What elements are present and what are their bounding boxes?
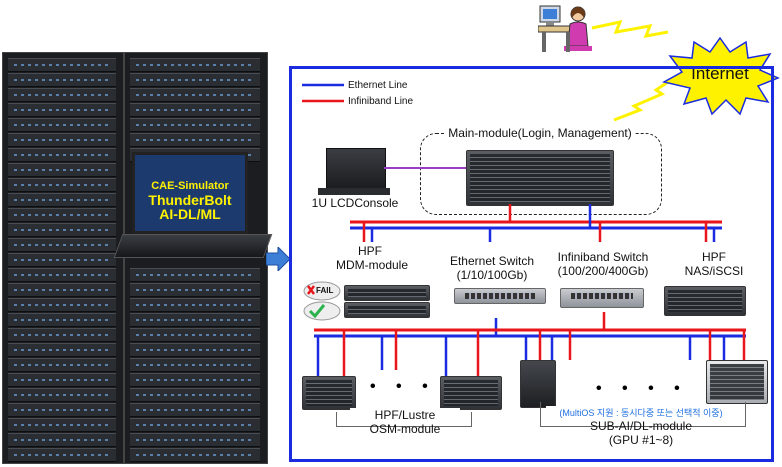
hpf-nas-server bbox=[664, 286, 746, 316]
hpf-mdm-server-2 bbox=[344, 302, 430, 318]
arrow-right-icon bbox=[266, 247, 290, 271]
rack-unit bbox=[8, 118, 116, 132]
hpf-nas-label-1: HPF bbox=[702, 250, 726, 264]
hpf-mdm-label-2: MDM-module bbox=[336, 258, 409, 272]
rack-unit bbox=[8, 178, 116, 192]
rack-unit bbox=[8, 433, 116, 447]
osm-label-1: HPF/Lustre bbox=[350, 408, 460, 422]
rack-unit bbox=[8, 148, 116, 162]
cluster-diagram-frame bbox=[289, 66, 774, 462]
sub-ai-note: (MultiOS 지원 : 동시다중 또는 선택적 이중) bbox=[546, 406, 736, 420]
rack-unit bbox=[8, 373, 116, 387]
infiniband-switch-label-1: Infiniband Switch bbox=[557, 250, 649, 264]
rack-unit bbox=[8, 88, 116, 102]
gpu-server-1 bbox=[520, 360, 556, 408]
rack-unit bbox=[8, 418, 116, 432]
rack-unit bbox=[130, 388, 260, 402]
rack-unit bbox=[130, 403, 260, 417]
rack-unit bbox=[130, 373, 260, 387]
rack-unit bbox=[130, 268, 260, 282]
legend-ethernet: Ethernet Line bbox=[348, 80, 408, 91]
infiniband-switch-label-2: (100/200/400Gb) bbox=[557, 264, 649, 278]
rack-title-line3: AI-DL/ML bbox=[159, 206, 221, 222]
lcd-console-label: 1U LCDConsole bbox=[311, 196, 399, 210]
rack-unit bbox=[8, 343, 116, 357]
fail-check-icon bbox=[303, 281, 341, 321]
rack-unit bbox=[8, 208, 116, 222]
rack-unit bbox=[130, 58, 260, 72]
gpu-server-2 bbox=[706, 360, 768, 404]
rack-unit bbox=[8, 403, 116, 417]
rack-unit bbox=[130, 448, 260, 462]
rack-unit bbox=[8, 328, 116, 342]
rack-unit bbox=[8, 253, 116, 267]
rack-unit bbox=[8, 238, 116, 252]
legend-lines bbox=[302, 83, 344, 103]
osm-server-1 bbox=[302, 376, 356, 410]
rack-unit bbox=[8, 388, 116, 402]
infiniband-switch bbox=[560, 288, 644, 308]
rack-unit bbox=[8, 193, 116, 207]
rack-unit bbox=[130, 103, 260, 117]
legend-infiniband: Infiniband Line bbox=[348, 96, 414, 107]
internet-burst-icon bbox=[661, 36, 780, 116]
rack-unit bbox=[8, 58, 116, 72]
lcd-console-base bbox=[318, 188, 390, 195]
rack-unit bbox=[130, 118, 260, 132]
kvm-screen: CAE-Simulator ThunderBolt AI-DL/ML bbox=[132, 152, 248, 234]
rack-unit bbox=[130, 283, 260, 297]
main-module-server bbox=[466, 150, 614, 206]
rack-unit bbox=[8, 268, 116, 282]
gpu-group-bracket bbox=[540, 402, 746, 427]
main-module-label: Main-module(Login, Management) bbox=[445, 126, 635, 140]
ethernet-switch bbox=[454, 288, 546, 304]
rack-unit bbox=[130, 298, 260, 312]
rack-unit bbox=[8, 448, 116, 462]
rack-title-line2: ThunderBolt bbox=[148, 192, 232, 208]
rack-unit bbox=[130, 343, 260, 357]
user-at-computer-icon bbox=[538, 5, 592, 52]
osm-dots: • • • • bbox=[370, 378, 462, 395]
hpf-mdm-label-1: HPF bbox=[358, 244, 382, 258]
gpu-dots: • • • • bbox=[596, 380, 688, 397]
rack-unit bbox=[8, 133, 116, 147]
sub-ai-label-2: (GPU #1~8) bbox=[608, 433, 674, 447]
hpf-nas-label-2: NAS/iSCSI bbox=[684, 264, 744, 278]
rack-unit bbox=[8, 283, 116, 297]
rack-unit bbox=[130, 418, 260, 432]
lightning-icon bbox=[613, 72, 681, 122]
sub-ai-label-1: SUB-AI/DL-module bbox=[589, 419, 693, 433]
rack-unit bbox=[8, 223, 116, 237]
ethernet-switch-label-2: (1/10/100Gb) bbox=[456, 268, 528, 282]
rack-unit bbox=[130, 73, 260, 87]
rack-unit bbox=[8, 73, 116, 87]
rack-unit bbox=[130, 433, 260, 447]
rack-unit bbox=[8, 313, 116, 327]
rack-unit bbox=[8, 358, 116, 372]
rack-title-line1: CAE-Simulator bbox=[151, 180, 229, 192]
rack-unit bbox=[130, 133, 260, 147]
hpf-mdm-server-1 bbox=[344, 285, 430, 301]
rack-unit bbox=[130, 313, 260, 327]
rack-unit bbox=[130, 88, 260, 102]
rack-unit bbox=[8, 298, 116, 312]
osm-group-bracket bbox=[336, 412, 472, 427]
fail-text: FAIL bbox=[316, 286, 334, 295]
osm-server-2 bbox=[440, 376, 502, 410]
osm-label-2: OSM-module bbox=[369, 422, 441, 436]
rack-unit bbox=[130, 328, 260, 342]
rack-unit bbox=[8, 103, 116, 117]
rack-unit bbox=[8, 163, 116, 177]
rack-unit bbox=[130, 358, 260, 372]
lightning-icon bbox=[591, 19, 669, 38]
ethernet-switch-label-1: Ethernet Switch bbox=[449, 254, 535, 268]
